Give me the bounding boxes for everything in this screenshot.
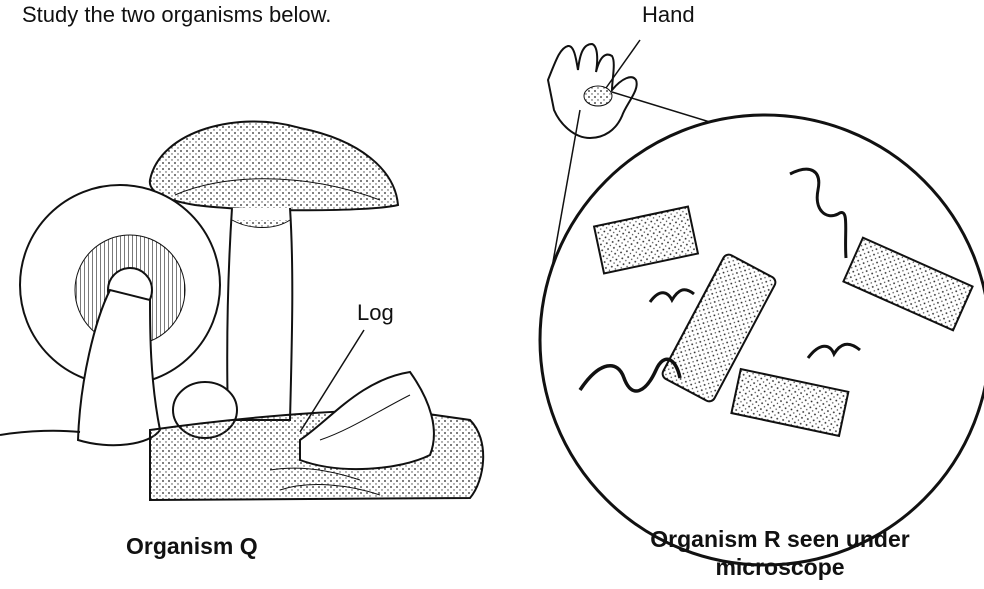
- organism-r-caption-line1: Organism R seen under: [610, 525, 950, 553]
- mushroom-stem-large: [227, 208, 292, 420]
- organism-r-caption-line2: microscope: [610, 553, 950, 581]
- organism-r-illustration: [540, 40, 984, 565]
- microscope-field: [540, 115, 984, 565]
- hand-label: Hand: [642, 2, 695, 28]
- organism-r-caption: Organism R seen under microscope: [610, 525, 950, 581]
- organism-q-illustration: [0, 121, 483, 500]
- log-label: Log: [357, 300, 394, 326]
- mushroom-cap-large: [150, 121, 398, 210]
- organism-q-caption: Organism Q: [126, 533, 258, 560]
